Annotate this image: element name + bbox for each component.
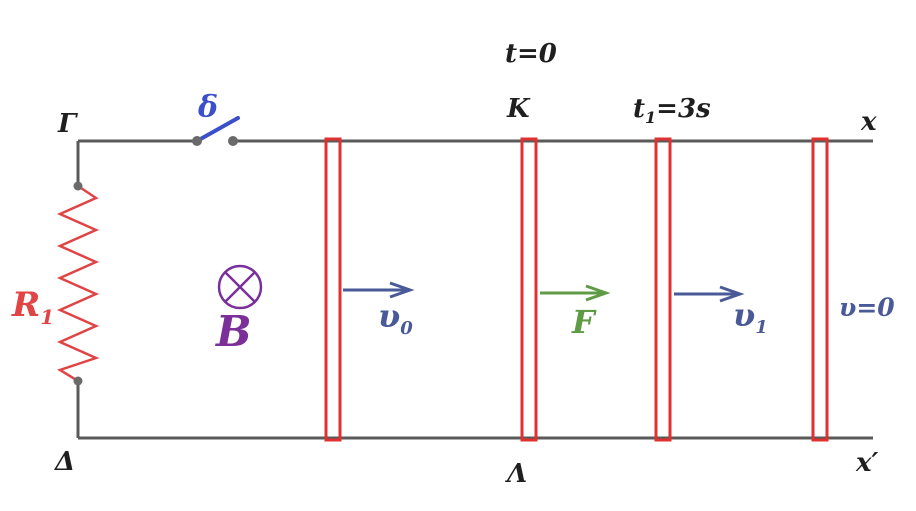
label-delta: δ xyxy=(197,90,218,125)
bar-initial xyxy=(324,137,342,442)
label-R1: R1 xyxy=(11,285,54,329)
label-v0: υ0 xyxy=(378,297,413,339)
label-t1-main: t xyxy=(633,94,645,124)
label-v1-sub: 1 xyxy=(755,317,768,338)
label-x-prime: x′ xyxy=(855,448,879,478)
label-K: K xyxy=(506,94,531,124)
label-v1-main: υ xyxy=(733,296,755,334)
bar-at-K xyxy=(520,137,538,442)
label-t1-rest: =3s xyxy=(656,94,711,124)
label-R1-main: R xyxy=(11,285,40,325)
switch-icon[interactable] xyxy=(192,116,240,146)
label-Delta: Δ xyxy=(53,447,75,477)
label-v1: υ1 xyxy=(733,296,768,338)
bar-final xyxy=(811,137,829,442)
label-v0-main: υ xyxy=(378,297,400,335)
label-x: x xyxy=(860,107,877,137)
label-v-final: υ=0 xyxy=(839,293,895,322)
label-t0: t=0 xyxy=(505,39,557,69)
label-v0-sub: 0 xyxy=(400,318,413,339)
label-Lambda: Λ xyxy=(504,459,527,489)
label-R1-sub: 1 xyxy=(40,305,54,329)
label-t1-sub: 1 xyxy=(645,108,656,127)
resistor-icon xyxy=(56,181,100,386)
label-t1: t1=3s xyxy=(633,94,711,127)
velocity1-arrow-icon xyxy=(674,285,745,303)
label-B: B xyxy=(215,307,252,356)
bar-at-t1 xyxy=(654,137,672,442)
force-arrow-icon xyxy=(540,284,611,302)
label-Gamma: Γ xyxy=(57,109,78,139)
arrow-right-icon xyxy=(343,281,415,299)
field-into-page-icon xyxy=(217,264,263,310)
label-F: F xyxy=(571,303,597,341)
